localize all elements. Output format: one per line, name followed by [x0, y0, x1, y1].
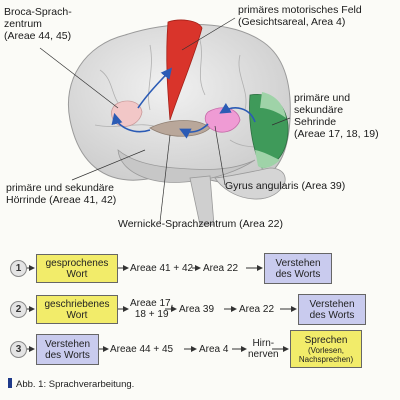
label-visual: primäre und sekundäre Sehrinde (Areae 17…: [294, 92, 379, 140]
brainstem: [189, 175, 215, 226]
temporal-lobe: [117, 149, 256, 183]
cerebrum-shape: [68, 23, 291, 184]
flow1-end-box: Verstehen des Worts: [264, 253, 332, 284]
flow2-end-box: Verstehen des Worts: [298, 294, 366, 325]
label-angular: Gyrus angularis (Area 39): [225, 180, 346, 192]
label-motor: primäres motorisches Feld (Gesichtsareal…: [238, 4, 362, 28]
cerebellum: [214, 167, 286, 200]
flow1-step-2: Area 22: [203, 263, 239, 274]
flow2-step-2: Area 39: [179, 304, 215, 315]
pathway-arrows: [111, 67, 256, 139]
flow1-step-1: Areae 41 + 42: [130, 263, 194, 274]
label-broca: Broca-Sprach- zentrum (Areae 44, 45): [4, 6, 72, 42]
tertiary-visual-area: [255, 150, 280, 168]
flow3-step-1: Areae 44 + 45: [110, 344, 174, 355]
flow1-number: 1: [10, 260, 27, 277]
label-auditory: primäre und sekundäre Hörrinde (Areae 41…: [6, 182, 117, 206]
label-wernicke: Wernicke-Sprachzentrum (Area 22): [118, 218, 283, 230]
flow3-end-subtitle: (Vorlesen, Nachsprechen): [298, 345, 354, 364]
flow3-end-title: Sprechen: [304, 334, 348, 346]
flow3-step-2: Area 4: [199, 344, 229, 355]
brain-illustration: [39, 17, 291, 226]
flow1-start-box: gesprochenes Wort: [36, 254, 118, 283]
figure-caption: Abb. 1: Sprachverarbeitung.: [8, 378, 134, 390]
flow2-start-box: geschriebenes Wort: [36, 295, 118, 324]
flow3-number: 3: [10, 341, 27, 358]
flow-arrows: [27, 265, 297, 352]
leader-lines: [39, 17, 291, 223]
flow3-start-box: Verstehen des Worts: [36, 334, 99, 365]
flow3-end-box: Sprechen (Vorlesen, Nachsprechen): [290, 330, 362, 368]
secondary-visual-area: [260, 92, 286, 118]
flow2-step-1: Areae 17, 18 + 19: [130, 298, 174, 320]
flow2-number: 2: [10, 301, 27, 318]
flow2-step-3: Area 22: [239, 304, 275, 315]
flow3-step-3: Hirn- nerven: [248, 338, 279, 360]
